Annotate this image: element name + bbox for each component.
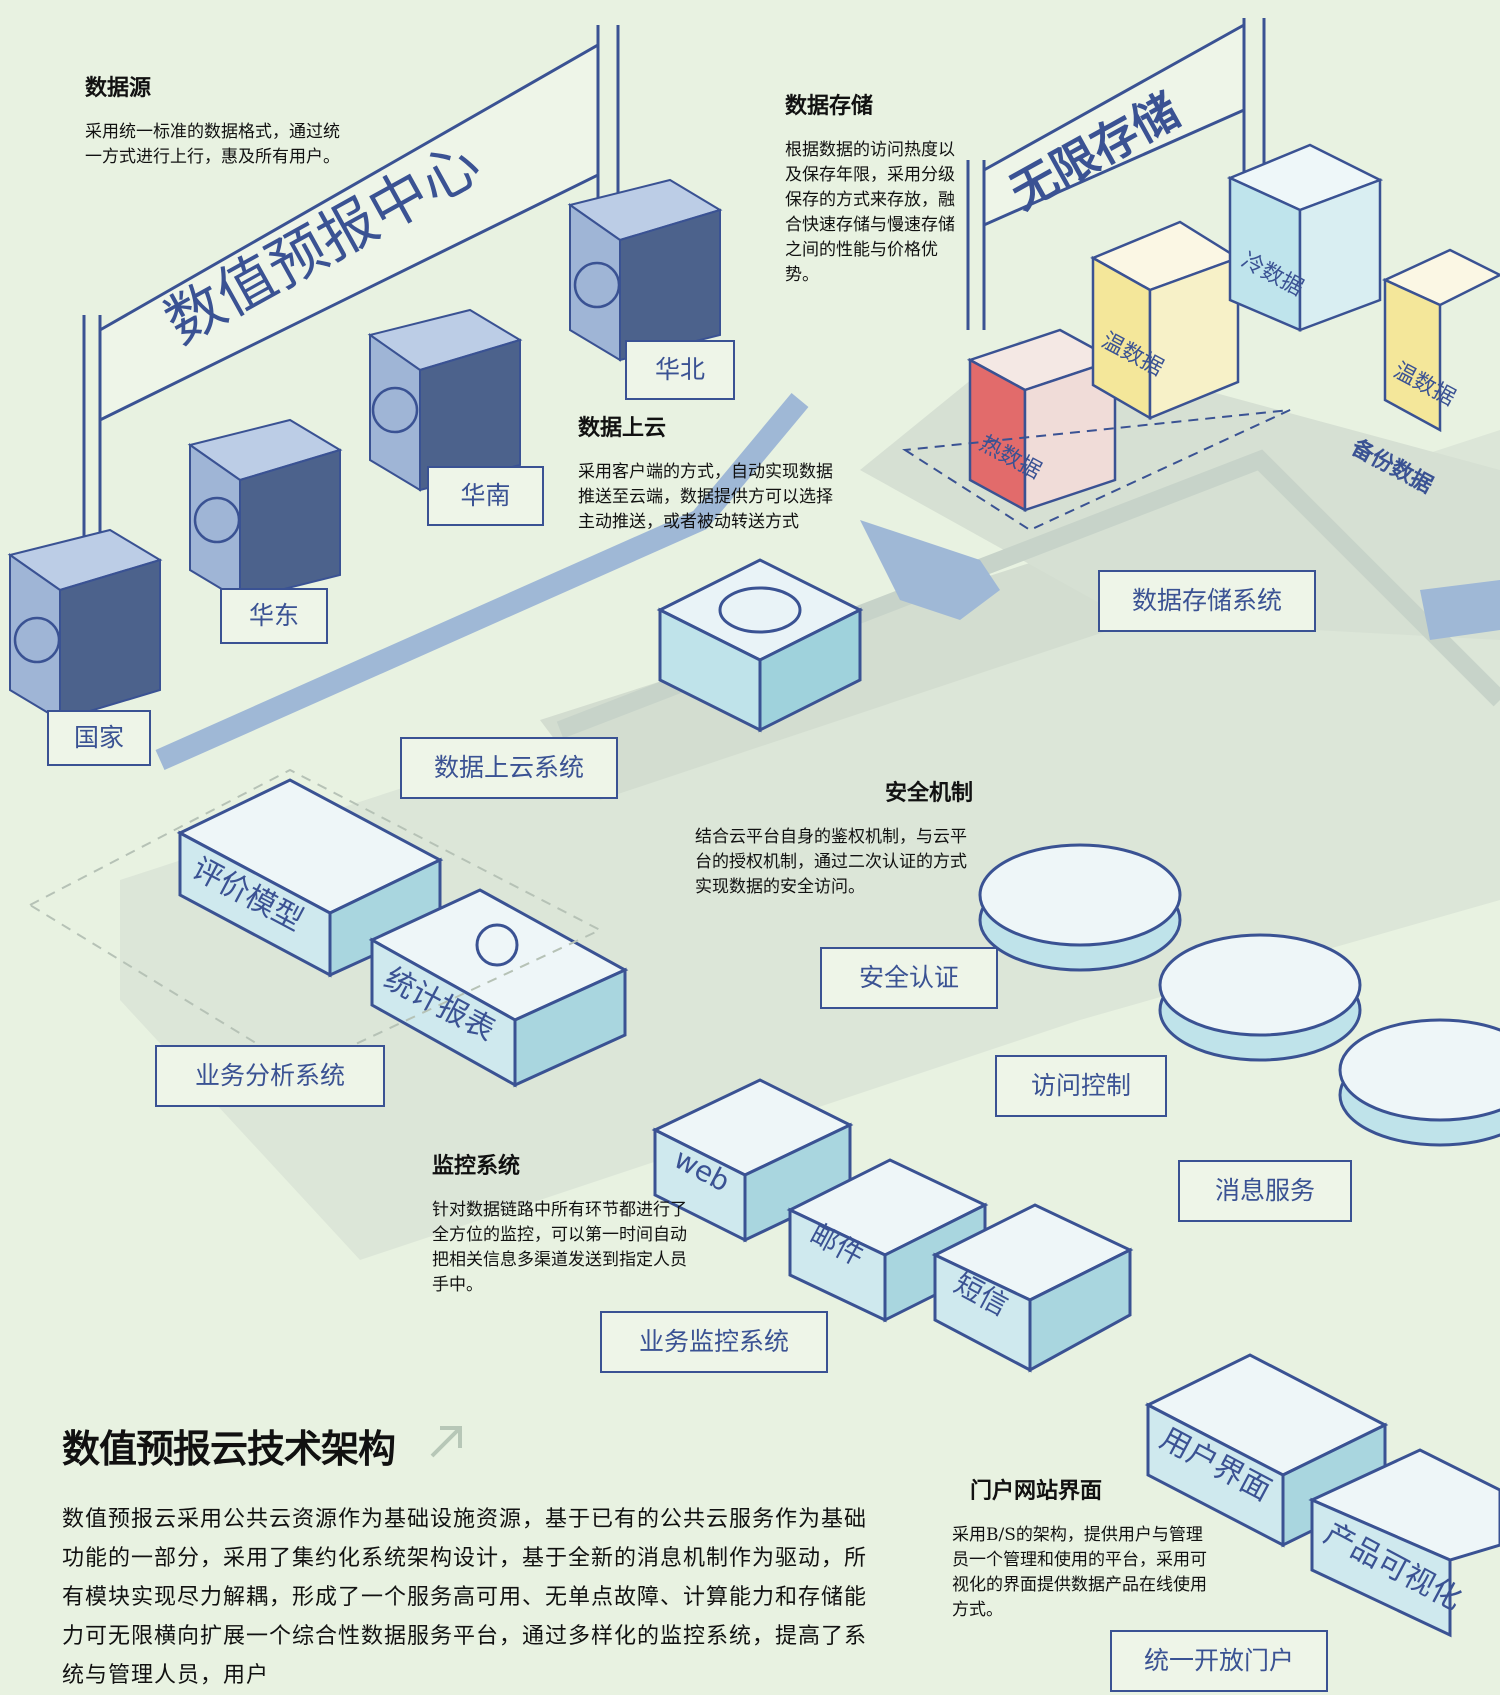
data-pipe <box>155 392 809 771</box>
security-disk-message <box>1338 1018 1500 1147</box>
data-storage-description: 根据数据的访问热度以及保存年限，采用分级保存的方式来存放，融合快速存储与慢速存储… <box>785 140 955 285</box>
server-label-east: 华东 <box>220 588 328 644</box>
analysis-system-label: 业务分析系统 <box>155 1045 385 1107</box>
monitoring-description: 针对数据链路中所有环节都进行了全方位的监控，可以第一时间自动把相关信息多渠道发送… <box>432 1200 687 1295</box>
server-label-national: 国家 <box>47 710 151 766</box>
security-disk-access <box>1158 933 1362 1062</box>
storage-warm-backup: 温数据 <box>1381 248 1500 433</box>
cloud-upload-cube <box>656 558 864 733</box>
center-banner <box>98 42 600 423</box>
security-disk-auth <box>978 843 1182 972</box>
portal-heading: 门户网站界面 <box>970 1479 1103 1504</box>
data-source-heading: 数据源 <box>85 76 152 101</box>
evaluation-model-cube: 评价模型 <box>176 778 444 978</box>
data-upload-heading: 数据上云 <box>578 416 667 441</box>
storage-banner <box>982 22 1246 228</box>
portal-system-label: 统一开放门户 <box>1110 1630 1328 1692</box>
flow-arrow-right <box>1420 580 1500 640</box>
sms-cube: 短信 <box>931 1203 1134 1373</box>
statistics-report-cube: 统计报表 <box>368 888 629 1088</box>
server-east <box>187 418 343 602</box>
access-control-label: 访问控制 <box>995 1055 1167 1117</box>
storage-system-label: 数据存储系统 <box>1098 570 1316 632</box>
data-upload-description: 采用客户端的方式，自动实现数据推送至云端，数据提供方可以选择主动推送，或者被动转… <box>578 462 833 532</box>
web-cube: web <box>651 1078 854 1243</box>
security-description: 结合云平台自身的鉴权机制，与云平台的授权机制，通过二次认证的方式实现数据的安全访… <box>695 827 967 897</box>
server-south <box>367 308 523 492</box>
server-north <box>567 178 723 362</box>
flow-arrow <box>860 520 1000 620</box>
data-storage-heading: 数据存储 <box>785 94 874 119</box>
product-visualization-cube: 产品可视化 <box>1308 1448 1500 1638</box>
monitoring-heading: 监控系统 <box>432 1154 521 1179</box>
storage-warm: 温数据 <box>1090 220 1241 421</box>
page-title: 数值预报云技术架构 <box>62 1427 396 1471</box>
monitoring-system-label: 业务监控系统 <box>600 1311 828 1373</box>
arrow-icon <box>430 1426 462 1458</box>
article-body: 数值预报云采用公共云资源作为基础设施资源，基于已有的公共云服务作为基础功能的一部… <box>62 1507 868 1688</box>
security-auth-label: 安全认证 <box>820 947 998 1009</box>
message-service-label: 消息服务 <box>1178 1160 1352 1222</box>
data-source-description: 采用统一标准的数据格式，通过统一方式进行上行，惠及所有用户。 <box>85 122 340 167</box>
server-label-south: 华南 <box>427 466 544 526</box>
upload-system-label: 数据上云系统 <box>400 737 618 799</box>
security-heading: 安全机制 <box>885 781 974 806</box>
server-national <box>7 528 163 722</box>
storage-cold: 冷数据 <box>1226 143 1384 332</box>
portal-description: 采用B/S的架构，提供用户与管理员一个管理和使用的平台，采用可视化的界面提供数据… <box>952 1525 1207 1620</box>
server-label-north: 华北 <box>625 340 735 400</box>
user-interface-cube: 用户界面 <box>1144 1353 1389 1548</box>
